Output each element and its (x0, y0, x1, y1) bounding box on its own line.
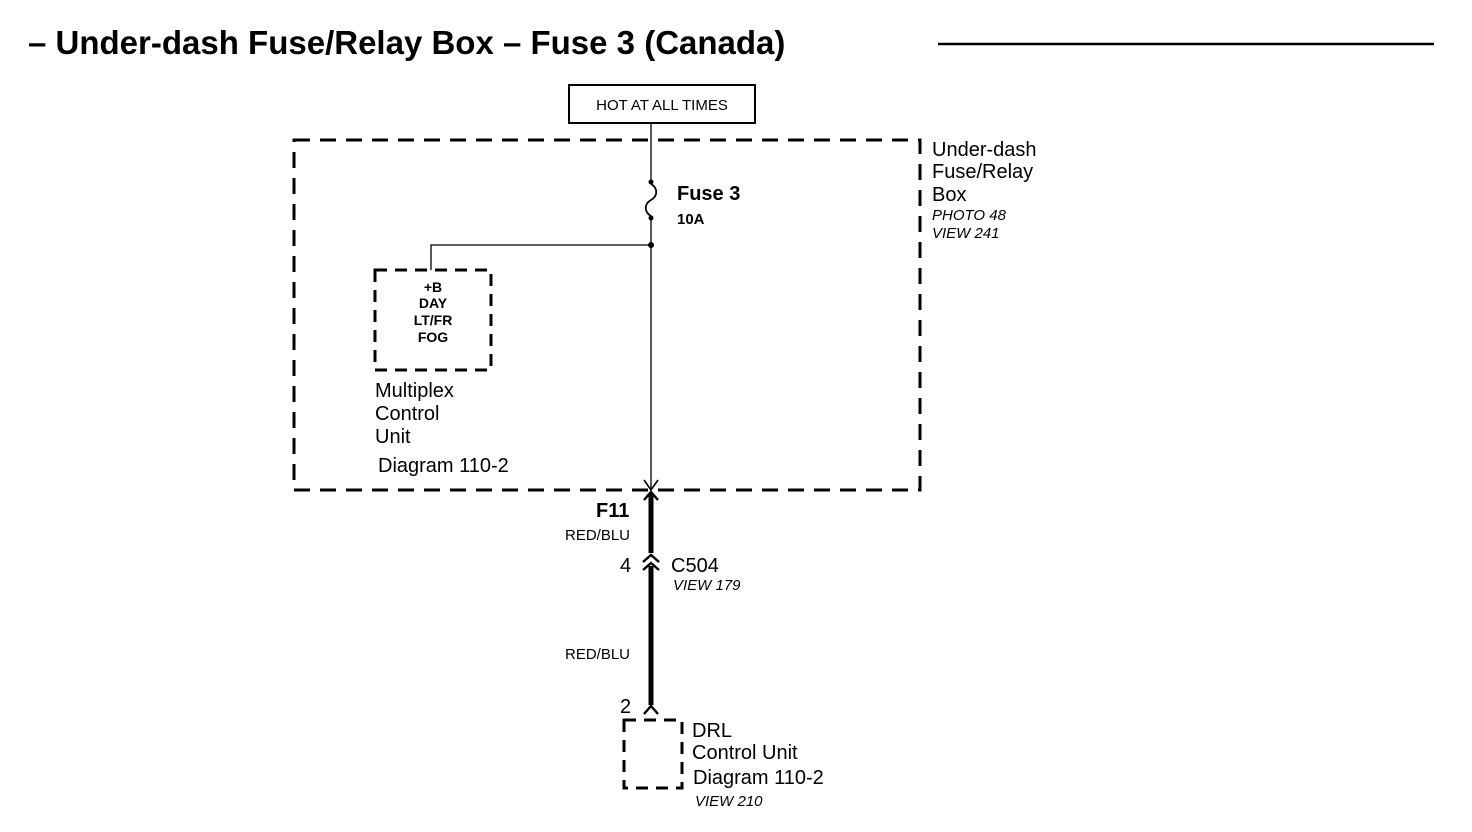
wire-color-lower: RED/BLU (565, 646, 630, 663)
f11-terminal-arrow (643, 479, 659, 492)
c504-upper-chevron (642, 553, 660, 563)
multiplex-name-line2: Control (375, 403, 439, 425)
fuse-element (644, 183, 658, 217)
hot-box-frame (568, 84, 756, 124)
fuse-relay-box-outline (292, 138, 922, 492)
drl-terminal-fork (643, 704, 659, 715)
multiplex-pin-line3: LT/FR (414, 312, 453, 328)
fuse-box-name-line2: Fuse/Relay (932, 161, 1033, 183)
c504-view-ref: VIEW 179 (673, 577, 741, 594)
fuse-box-photo-ref: PHOTO 48 (932, 207, 1007, 224)
fuse-3-rating: 10A (677, 211, 705, 228)
f11-wire-fork (643, 490, 659, 501)
c504-pin-number: 4 (620, 555, 631, 577)
multiplex-unit-outline (373, 268, 493, 372)
fuse-bottom-terminal (648, 215, 654, 221)
f11-terminal-label: F11 (596, 500, 629, 522)
c504-name: C504 (671, 555, 719, 577)
wire-color-upper: RED/BLU (565, 527, 630, 544)
multiplex-pin-line1: +B (424, 279, 442, 295)
multiplex-name-line1: Multiplex (375, 380, 454, 402)
multiplex-unit-label: Multiplex Control Unit Diagram 110-2 (375, 380, 509, 477)
drl-unit-label: DRL Control Unit Diagram 110-2 VIEW 210 (692, 720, 824, 810)
fuse-3-symbol (644, 179, 658, 221)
fuse-box-view-ref: VIEW 241 (932, 225, 1000, 242)
drl-name-line1: DRL (692, 720, 732, 742)
multiplex-diagram-ref: Diagram 110-2 (378, 455, 509, 477)
drl-view-ref: VIEW 210 (695, 793, 763, 810)
c504-connector-symbol (642, 553, 660, 571)
hot-at-all-times-box: HOT AT ALL TIMES (568, 84, 756, 124)
hot-at-all-times-label: HOT AT ALL TIMES (596, 97, 728, 114)
drl-diagram-ref: Diagram 110-2 (693, 767, 824, 789)
branch-to-multiplex-wire (430, 244, 651, 270)
drl-name-line2: Control Unit (692, 742, 798, 764)
diagram-title: – Under-dash Fuse/Relay Box – Fuse 3 (Ca… (28, 24, 785, 61)
fuse-box-name-line3: Box (932, 184, 966, 206)
multiplex-pin-line2: DAY (419, 295, 448, 311)
fuse-3-name: Fuse 3 (677, 183, 740, 205)
fuse-box-name-line1: Under-dash (932, 139, 1037, 161)
drl-pin-number: 2 (620, 696, 631, 718)
multiplex-unit-pins: +B DAY LT/FR FOG (414, 279, 453, 345)
drl-unit-outline (622, 718, 684, 790)
fuse-relay-box-label: Under-dash Fuse/Relay Box PHOTO 48 VIEW … (932, 139, 1037, 242)
fuse-top-terminal (648, 179, 654, 185)
multiplex-name-line3: Unit (375, 426, 411, 448)
multiplex-pin-line4: FOG (418, 329, 448, 345)
c504-lower-chevron (642, 561, 660, 571)
